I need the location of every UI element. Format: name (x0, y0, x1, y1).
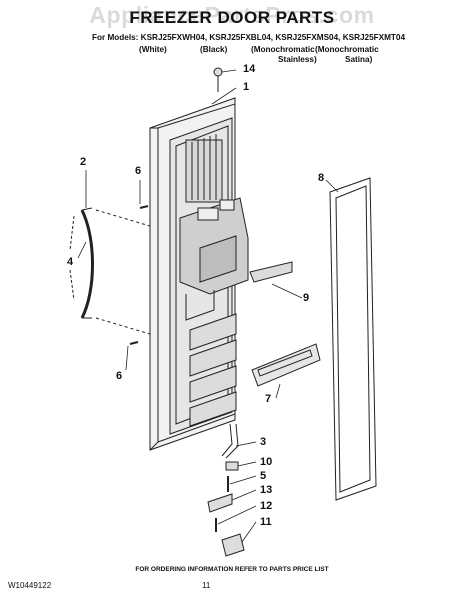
callout-1: 1 (243, 81, 250, 93)
variant-white: (White) (139, 45, 167, 54)
page-number: 11 (202, 581, 211, 590)
top-screw (213, 67, 223, 92)
callout-8: 8 (318, 172, 325, 184)
variant-black: (Black) (200, 45, 228, 54)
callout-2: 2 (80, 156, 87, 168)
footer-note: FOR ORDERING INFORMATION REFER TO PARTS … (135, 566, 329, 573)
shelf-trim (249, 261, 293, 283)
handle-screws (95, 205, 151, 345)
variant-satina: Satina) (345, 55, 373, 64)
callout-13: 13 (260, 484, 273, 496)
leader-lines (77, 69, 339, 543)
dispenser-housing (179, 197, 249, 321)
callout-10: 10 (260, 456, 273, 468)
callout-11: 11 (260, 516, 272, 528)
door-bin-large (251, 343, 321, 387)
door-gasket (329, 177, 377, 501)
variant-monochromatic-1: (Monochromatic (251, 45, 315, 54)
callout-5: 5 (260, 470, 267, 482)
doc-number: W10449122 (8, 581, 52, 590)
callout-3: 3 (260, 436, 267, 448)
callout-6-bottom: 6 (116, 370, 123, 382)
door-bins (189, 313, 237, 427)
watermark: AppliancePartsPros.com (89, 2, 375, 28)
lower-parts (207, 423, 245, 557)
variant-stainless: Stainless) (278, 55, 317, 64)
callout-9: 9 (303, 292, 310, 304)
callout-14: 14 (243, 63, 256, 75)
variant-monochromatic-2: (Monochromatic (315, 45, 379, 54)
page-title: FREEZER DOOR PARTS (129, 8, 335, 27)
callout-4: 4 (67, 256, 74, 268)
handle (69, 207, 94, 319)
callout-12: 12 (260, 500, 273, 512)
callout-6-top: 6 (135, 165, 142, 177)
callout-7: 7 (265, 393, 272, 405)
models-line: For Models: KSRJ25FXWH04, KSRJ25FXBL04, … (92, 33, 406, 42)
